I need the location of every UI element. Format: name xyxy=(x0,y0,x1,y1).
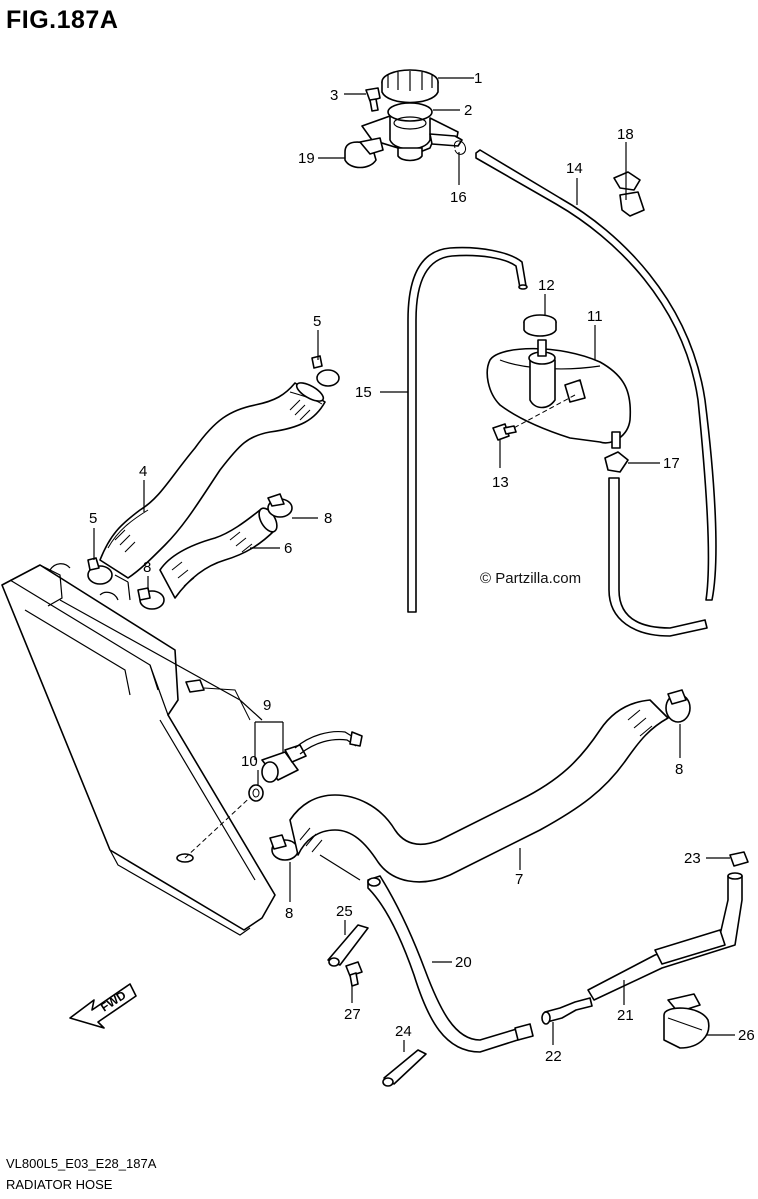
watermark: © Partzilla.com xyxy=(480,570,582,587)
callout-13: 13 xyxy=(492,474,509,491)
figure-title: FIG.187A xyxy=(6,6,119,34)
callout-10: 10 xyxy=(241,753,258,770)
clamp-5-top xyxy=(311,355,340,387)
callout-8-a: 8 xyxy=(324,510,332,527)
forward-arrow-icon: FWD xyxy=(69,983,137,1029)
lower-hose xyxy=(289,699,669,883)
overflow-hose xyxy=(475,149,717,601)
callout-21: 21 xyxy=(617,1007,634,1024)
hose-20 xyxy=(367,875,534,1053)
radiator xyxy=(1,563,276,936)
clamp-5-bottom xyxy=(87,557,113,585)
clamp-8-c xyxy=(665,689,691,723)
callout-3: 3 xyxy=(330,87,338,104)
callout-25: 25 xyxy=(336,903,353,920)
callout-1: 1 xyxy=(474,70,482,87)
callout-8-b: 8 xyxy=(143,559,151,576)
joint-22 xyxy=(541,997,593,1025)
callout-12: 12 xyxy=(538,277,555,294)
hose-6 xyxy=(159,507,278,599)
callout-26: 26 xyxy=(738,1027,755,1044)
figure-code: VL800L5_E03_E28_187A xyxy=(6,1156,157,1171)
clamp-24 xyxy=(382,1049,427,1087)
callout-4: 4 xyxy=(139,463,147,480)
filler-neck-assembly xyxy=(344,69,467,169)
clamp-8-a xyxy=(267,493,293,518)
clip-23 xyxy=(729,851,749,867)
leader-lines xyxy=(93,77,735,1052)
callout-23: 23 xyxy=(684,850,701,867)
callout-11: 11 xyxy=(587,308,603,325)
callout-9: 9 xyxy=(263,697,271,714)
clamp-18 xyxy=(613,160,645,217)
upper-hose xyxy=(99,382,326,579)
reservoir-tank xyxy=(486,314,632,473)
callout-18: 18 xyxy=(617,126,634,143)
clamp-26 xyxy=(663,993,710,1049)
clamp-8-d xyxy=(269,834,299,861)
callout-5-bottom: 5 xyxy=(89,510,97,527)
callout-8-c: 8 xyxy=(675,761,683,778)
bolt-27 xyxy=(345,961,363,987)
figure-caption: RADIATOR HOSE xyxy=(6,1177,113,1192)
callout-20: 20 xyxy=(455,954,472,971)
callout-7: 7 xyxy=(515,871,523,888)
hose-21 xyxy=(587,872,743,1001)
tank-drain-hose xyxy=(608,477,708,637)
callout-14: 14 xyxy=(566,160,583,177)
callout-6: 6 xyxy=(284,540,292,557)
callout-8-d: 8 xyxy=(285,905,293,922)
callout-15: 15 xyxy=(355,384,372,401)
callout-19: 19 xyxy=(298,150,315,167)
callout-2: 2 xyxy=(464,102,472,119)
callout-24: 24 xyxy=(395,1023,412,1040)
breather-hose xyxy=(407,246,528,613)
clamp-25 xyxy=(327,924,369,967)
thermo-switch xyxy=(185,679,363,802)
callout-17: 17 xyxy=(663,455,680,472)
callouts: 1 2 3 4 5 5 6 7 8 8 8 8 9 10 11 12 13 14… xyxy=(89,70,755,1065)
callout-27: 27 xyxy=(344,1006,361,1023)
callout-5-top: 5 xyxy=(313,313,321,330)
clamp-8-b xyxy=(137,587,165,610)
callout-16: 16 xyxy=(450,189,467,206)
callout-22: 22 xyxy=(545,1048,562,1065)
